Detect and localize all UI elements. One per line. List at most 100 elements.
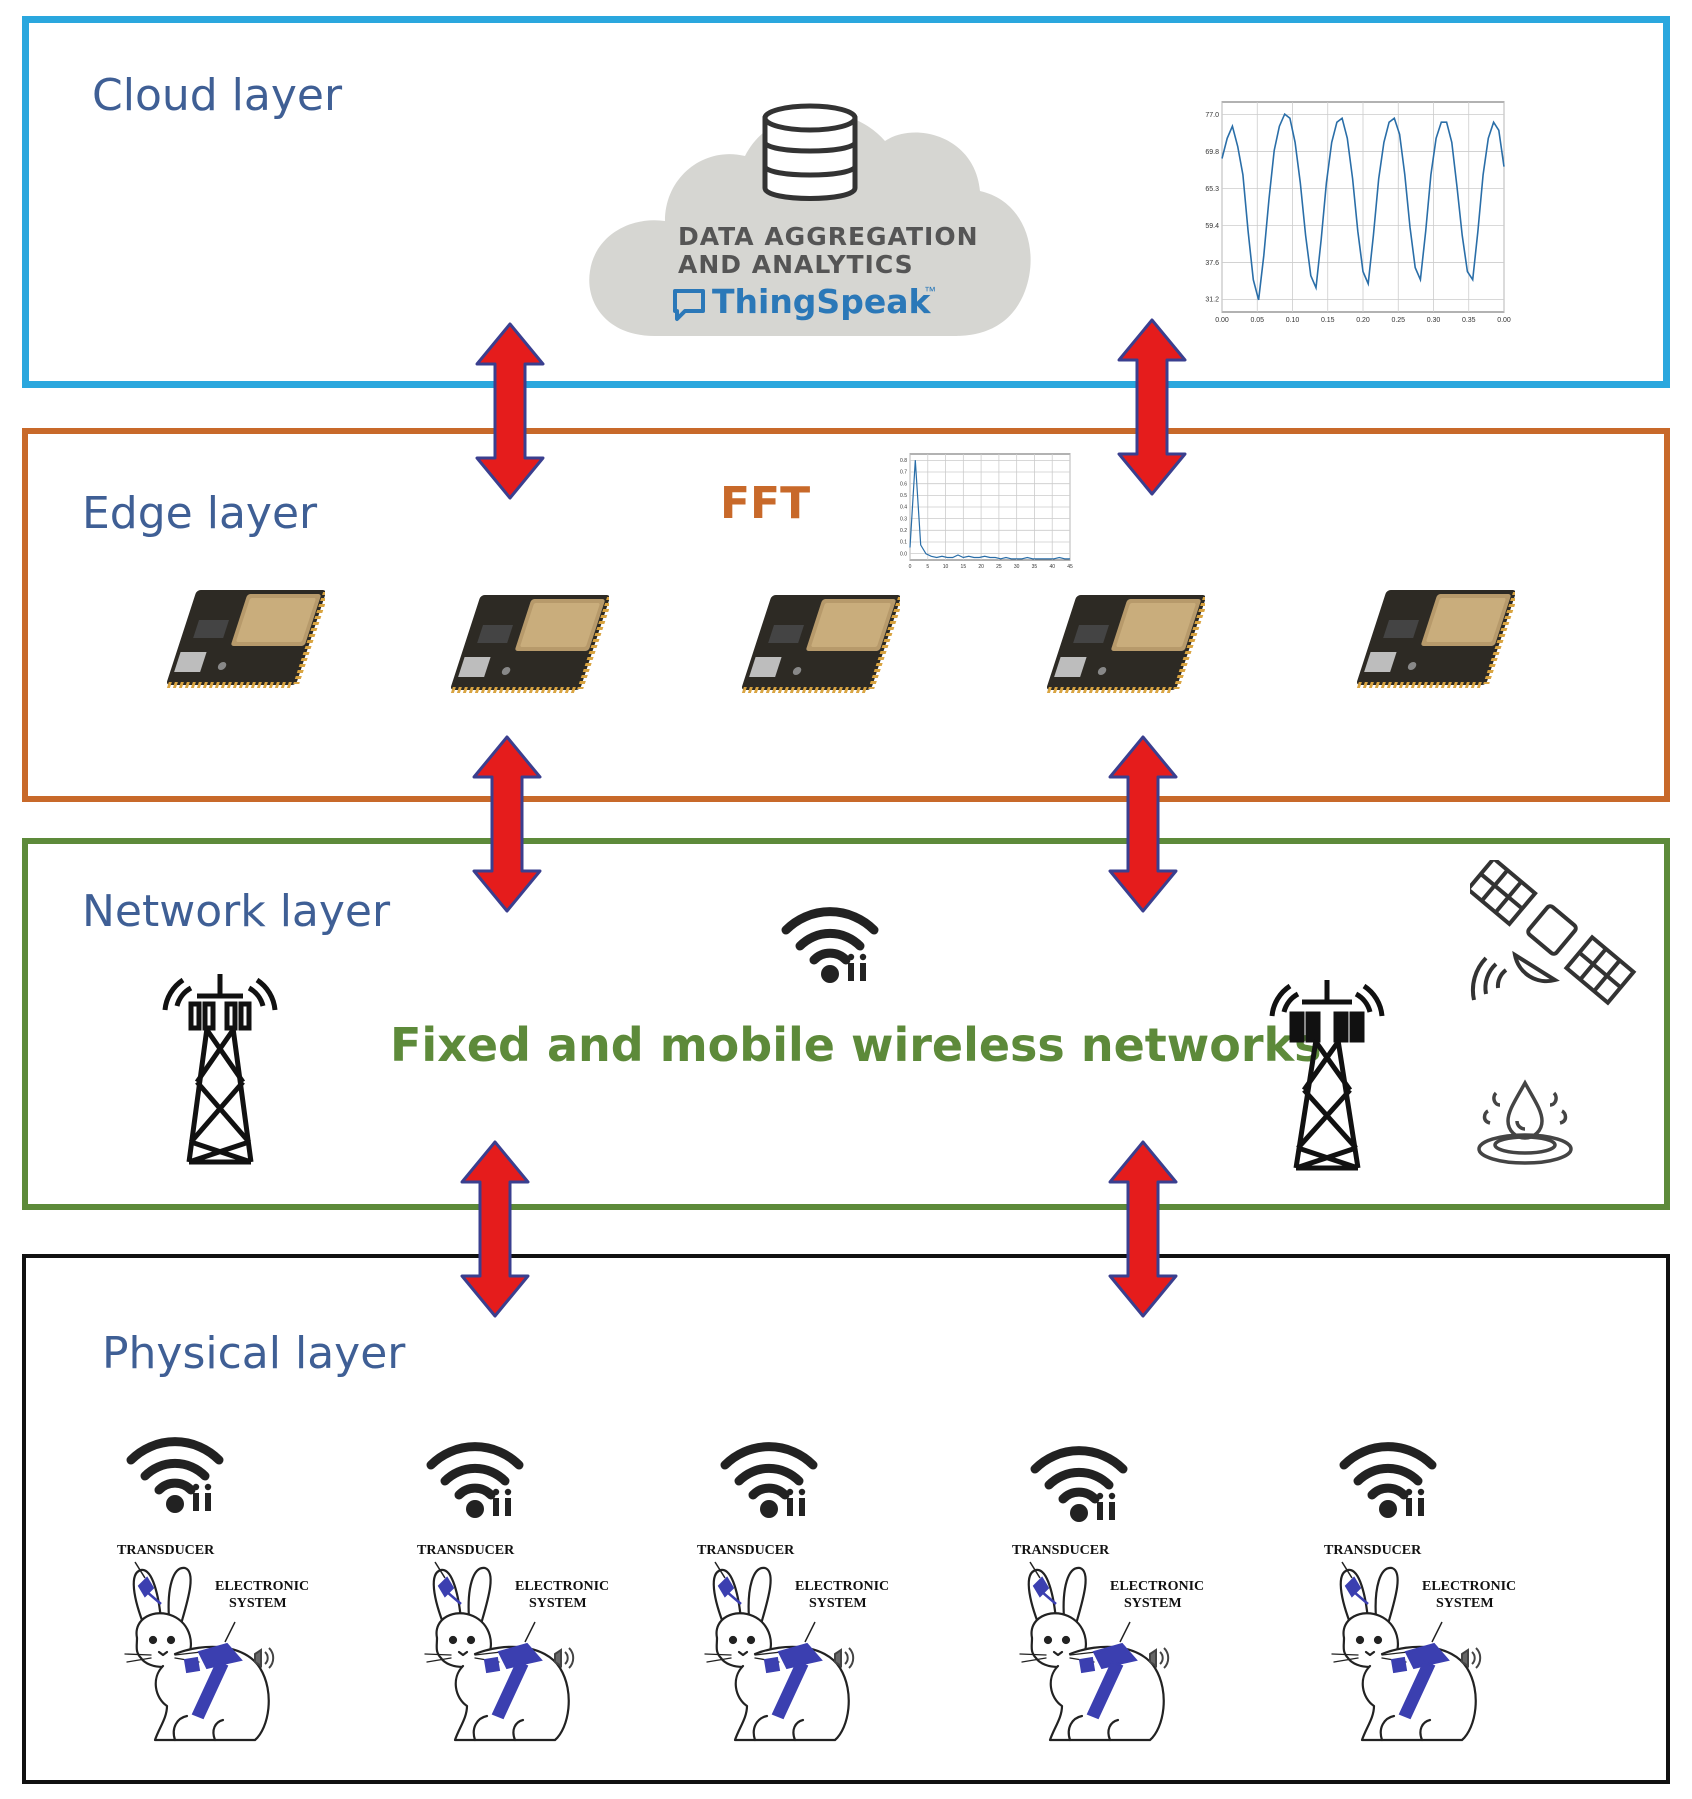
arrow-shape (1108, 1140, 1178, 1318)
bidirectional-arrow (472, 735, 542, 913)
wifi-icon (126, 1437, 224, 1513)
electronic-pack (197, 1642, 243, 1670)
electronic-pack (497, 1642, 543, 1670)
bidirectional-arrow (1117, 318, 1187, 496)
electronic-pack (1404, 1642, 1450, 1670)
y-tick-label: 0.7 (900, 470, 907, 476)
y-tick-label: 0.4 (900, 505, 907, 511)
x-tick-label: 35 (1032, 564, 1038, 570)
bidirectional-arrow (460, 1140, 530, 1318)
wifi-icon (426, 1442, 524, 1518)
thingspeak-tm: ™ (924, 284, 936, 298)
x-tick-label: 0.00 (1215, 317, 1229, 324)
rabbit-illustration (424, 1561, 575, 1742)
transducer-label: TRANSDUCER (117, 1543, 215, 1558)
transducer (437, 1576, 455, 1598)
electronic-system-label-line2: SYSTEM (1436, 1596, 1494, 1611)
x-tick-label: 15 (961, 564, 967, 570)
electronic-system-label-line2: SYSTEM (809, 1596, 867, 1611)
cloud-service-line1: DATA AGGREGATION (678, 222, 979, 251)
arrow-shape (1108, 735, 1178, 913)
esp32-board-icon (1356, 590, 1515, 688)
cloud-service-line2: AND ANALYTICS (678, 250, 914, 279)
electronic-system-label-line2: SYSTEM (529, 1596, 587, 1611)
y-tick-label: 0.1 (900, 540, 907, 546)
y-tick-label: 0.8 (900, 458, 907, 464)
y-tick-label: 59.4 (1205, 223, 1219, 230)
water-drop-icon (1477, 1079, 1573, 1165)
network-layer-title: Network layer (82, 886, 391, 937)
rabbit-illustration (704, 1561, 855, 1742)
sensor-unit: TRANSDUCER ELECTRONIC SYSTEM (415, 1435, 615, 1755)
series-line (909, 460, 1070, 560)
wifi-icon (781, 907, 879, 983)
y-tick-label: 0.6 (900, 481, 907, 487)
networks-label: Fixed and mobile wireless networks (390, 1018, 1322, 1072)
electronic-system-label-line1: ELECTRONIC (1422, 1579, 1517, 1594)
x-tick-label: 0.25 (1391, 317, 1405, 324)
bidirectional-arrow (1108, 735, 1178, 913)
electronic-pack (1092, 1642, 1138, 1670)
cell-tower-icon (1269, 980, 1385, 1171)
speech-bubble-icon (673, 289, 705, 321)
x-tick-label: 25 (996, 564, 1002, 570)
wifi-icon (1339, 1442, 1437, 1518)
esp32-board-icon (450, 595, 609, 693)
esp32-board-icon (166, 590, 325, 688)
x-tick-label: 0.20 (1356, 317, 1370, 324)
y-tick-label: 0.3 (900, 516, 907, 522)
x-tick-label: 0.35 (1462, 317, 1476, 324)
transducer-label: TRANSDUCER (417, 1543, 515, 1558)
satellite-icon (1470, 860, 1637, 1006)
electronic-system-label-line2: SYSTEM (1124, 1596, 1182, 1611)
transducer (717, 1576, 735, 1598)
physical-layer-title: Physical layer (102, 1328, 406, 1379)
y-tick-label: 0.0 (900, 551, 907, 557)
wifi-icon (1030, 1446, 1128, 1522)
x-tick-label: 5 (926, 564, 929, 570)
sensor-unit: TRANSDUCER ELECTRONIC SYSTEM (1010, 1435, 1210, 1755)
series-line (1221, 112, 1505, 301)
y-tick-label: 37.6 (1205, 260, 1219, 267)
electronic-system-label-line1: ELECTRONIC (215, 1579, 310, 1594)
wifi-icon (720, 1442, 818, 1518)
x-tick-label: 0.15 (1321, 317, 1335, 324)
y-tick-label: 69.8 (1205, 149, 1219, 156)
rabbit-illustration (124, 1561, 275, 1742)
arrow-shape (475, 322, 545, 500)
arrow-shape (1117, 318, 1187, 496)
sensor-unit: TRANSDUCER ELECTRONIC SYSTEM (115, 1430, 315, 1750)
x-tick-label: 45 (1067, 564, 1073, 570)
x-tick-label: 40 (1049, 564, 1055, 570)
transducer (1032, 1576, 1050, 1598)
electronic-system-label-line2: SYSTEM (229, 1596, 287, 1611)
electronic-system-label-line1: ELECTRONIC (515, 1579, 610, 1594)
electronic-system-label-line1: ELECTRONIC (1110, 1579, 1205, 1594)
x-tick-label: 30 (1014, 564, 1020, 570)
y-tick-label: 65.3 (1205, 186, 1219, 193)
x-tick-label: 0 (909, 564, 912, 570)
x-tick-label: 0.05 (1250, 317, 1264, 324)
transducer-label: TRANSDUCER (697, 1543, 795, 1558)
thingspeak-brand: ThingSpeak (712, 282, 931, 321)
electronic-pack (777, 1642, 823, 1670)
esp32-board-icon (1046, 595, 1205, 693)
bidirectional-arrow (475, 322, 545, 500)
fft-label: FFT (720, 478, 811, 529)
arrow-shape (460, 1140, 530, 1318)
x-tick-label: 0.30 (1427, 317, 1441, 324)
thingspeak-cloud-icon (589, 103, 1031, 336)
cloud-layer-title: Cloud layer (92, 70, 343, 121)
network-layer-box (22, 838, 1670, 1210)
x-tick-label: 0.00 (1497, 317, 1511, 324)
rabbit-illustration (1331, 1561, 1482, 1742)
transducer (1344, 1576, 1362, 1598)
transducer-label: TRANSDUCER (1324, 1543, 1422, 1558)
rabbit-illustration (1019, 1561, 1170, 1742)
bidirectional-arrow (1108, 1140, 1178, 1318)
transducer (137, 1576, 155, 1598)
x-tick-label: 20 (978, 564, 984, 570)
